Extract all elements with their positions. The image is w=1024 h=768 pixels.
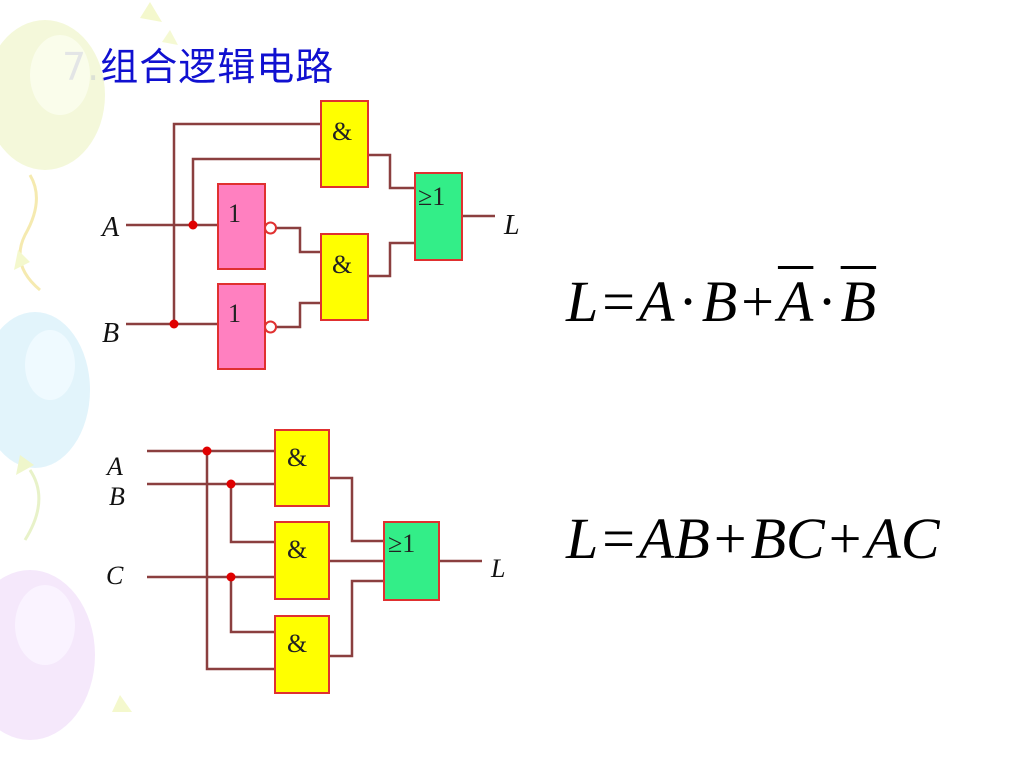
and-gate-ab [274, 429, 330, 507]
junction-dot [169, 319, 179, 329]
inversion-bubble [264, 320, 277, 334]
formula-term-negated: B [840, 269, 877, 334]
formula-operator: + [828, 506, 862, 571]
and-gate-bottom [320, 233, 369, 321]
balloon-decoration [0, 2, 178, 740]
formula-term: BC [750, 506, 825, 571]
not-gate-a [217, 183, 266, 270]
or-gate-label: ≥1 [418, 182, 445, 211]
formula-term: L [566, 506, 599, 571]
and-gate-ac-label: & [287, 629, 307, 658]
formula-term: A [638, 269, 675, 334]
formula-1: L=A·B+A·B [566, 268, 876, 335]
formula-operator: + [741, 269, 774, 334]
output-label-l: L [503, 210, 520, 241]
formula-term-negated: A [777, 269, 814, 334]
formula-2: L=AB+BC+AC [566, 505, 940, 572]
junction-dot [188, 220, 198, 230]
circuit-1: 1 1 & & ≥1 A B L [100, 100, 520, 370]
and-gate-ac [274, 615, 330, 694]
input-label-a: A [100, 212, 120, 243]
formula-operator: = [602, 269, 635, 334]
and-gate-top-label: & [332, 117, 352, 146]
input-label-b: B [102, 318, 119, 349]
and-gate-top [320, 100, 369, 188]
and-gate-bc-label: & [287, 535, 307, 564]
inversion-bubble [264, 221, 277, 235]
input-label-a: A [105, 452, 123, 481]
formula-operator: · [678, 269, 698, 334]
or-gate-2 [383, 521, 440, 601]
not-gate-b-label: 1 [228, 299, 241, 328]
not-gate-a-label: 1 [228, 199, 241, 228]
and-gate-ab-label: & [287, 443, 307, 472]
not-gate-b [217, 283, 266, 370]
or-gate-2-label: ≥1 [388, 529, 415, 558]
formula-term: AB [638, 506, 710, 571]
input-label-c: C [106, 561, 124, 590]
junction-dot [226, 479, 236, 489]
circuit-2: & & & ≥1 A B C L [105, 429, 505, 694]
formula-term: AC [865, 506, 940, 571]
and-gate-bc [274, 521, 330, 600]
junction-dot [202, 446, 212, 456]
input-label-b: B [109, 482, 125, 511]
slide-title: 7.组合逻辑电路 [62, 45, 335, 89]
formula-operator: + [713, 506, 747, 571]
or-gate [414, 172, 463, 261]
formula-operator: · [817, 269, 837, 334]
formula-operator: = [602, 506, 635, 571]
and-gate-bottom-label: & [332, 250, 352, 279]
formula-term: L [566, 269, 599, 334]
junction-dot [226, 572, 236, 582]
output-label-l: L [490, 554, 505, 583]
formula-term: B [701, 269, 738, 334]
